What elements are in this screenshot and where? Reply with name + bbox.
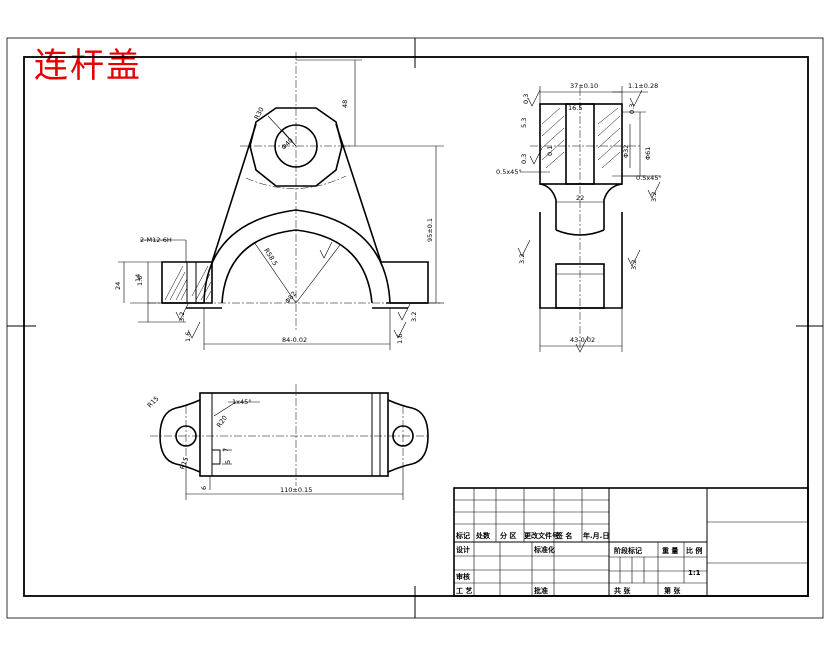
dim-14: 14 bbox=[134, 274, 142, 282]
dim-7: 7 bbox=[222, 448, 230, 452]
tb-design: 设计 bbox=[456, 545, 470, 554]
dim-1-1: 1.1±0.28 bbox=[628, 82, 658, 90]
dim-phi32: Φ32 bbox=[622, 145, 630, 158]
tb-change-doc: 更改文件号 bbox=[524, 531, 559, 540]
dim-1-6-b: 1.6 bbox=[184, 332, 192, 342]
dim-6: 6 bbox=[200, 486, 208, 490]
dim-m12: 2-M12-6H bbox=[140, 236, 172, 244]
drawing-title: 连杆盖 bbox=[34, 46, 142, 86]
dim-0-3-c: 0.3 bbox=[520, 154, 528, 164]
dim-chamfer-a: 0.5x45° bbox=[496, 168, 522, 176]
dim-37: 37±0.10 bbox=[570, 82, 598, 90]
dim-r15-b: R15 bbox=[178, 456, 190, 471]
tb-scale-value: 1:1 bbox=[688, 569, 701, 577]
dim-chamfer-b: 0.5x45° bbox=[636, 174, 662, 182]
dim-3-2-s1: 3.2 bbox=[650, 192, 658, 202]
dim-48: 48 bbox=[341, 100, 349, 108]
dim-phi61: Φ61 bbox=[644, 147, 652, 160]
dim-95: 95±0.1 bbox=[426, 218, 434, 242]
tb-weight: 重 量 bbox=[662, 546, 678, 555]
tb-count: 处数 bbox=[475, 531, 491, 540]
dim-3-2-s3: 3.2 bbox=[630, 260, 638, 270]
dim-r15-a: R15 bbox=[146, 395, 161, 410]
sheet-outer-border bbox=[6, 37, 824, 619]
tb-sheets-total: 共 张 bbox=[614, 586, 631, 595]
dim-1-6-c: 1.6 bbox=[396, 334, 404, 344]
dim-0-1: 0.1 bbox=[546, 146, 554, 156]
dim-0-3-b: 0.3 bbox=[628, 104, 636, 114]
dim-phi40: Φ40 bbox=[280, 136, 295, 151]
dim-84: 84-0.02 bbox=[282, 336, 307, 344]
dim-r30: R30 bbox=[253, 106, 266, 121]
dim-24: 24 bbox=[114, 282, 122, 290]
dim-r58: R58.5 bbox=[262, 247, 279, 267]
side-view: 37±0.10 1.1±0.28 16.5 0.3 5.3 0.3 0.1 Φ3… bbox=[496, 82, 662, 353]
dim-16-5: 16.5 bbox=[568, 104, 582, 112]
dim-5: 5 bbox=[224, 460, 232, 464]
tb-process: 工 艺 bbox=[456, 586, 472, 595]
dim-3-2-s2: 3.2 bbox=[518, 254, 526, 264]
tb-approve: 批准 bbox=[534, 586, 548, 595]
drawing-frame bbox=[23, 56, 809, 597]
tb-sheet-no: 第 张 bbox=[664, 586, 681, 595]
dim-0-3-a: 0.3 bbox=[522, 94, 530, 104]
tb-stage-mark: 阶段标记 bbox=[614, 546, 642, 555]
tb-review: 审核 bbox=[456, 572, 470, 581]
top-view: R15 1x45° R20 R15 5 7 6 110±0.15 bbox=[146, 384, 430, 500]
dim-110: 110±0.15 bbox=[280, 486, 312, 494]
dim-43: 43-0.02 bbox=[570, 336, 595, 344]
dim-5-3: 5.3 bbox=[520, 118, 528, 128]
front-view: R30 Φ40 48 R58.5 95±0.1 14 2-M12-6H 1.6 … bbox=[114, 52, 444, 350]
dim-3-2-a: 3.2 bbox=[178, 312, 186, 322]
tb-standardize: 标准化 bbox=[533, 545, 555, 554]
dim-3-2-b: 3.2 bbox=[410, 312, 418, 322]
tb-zone: 分 区 bbox=[500, 531, 516, 540]
tb-sign: 签 名 bbox=[555, 531, 572, 540]
tb-date: 年.月.日 bbox=[583, 531, 609, 540]
dim-r20: R20 bbox=[215, 414, 229, 429]
tb-mark: 标记 bbox=[455, 531, 470, 540]
title-block: 标记 处数 分 区 更改文件号 签 名 年.月.日 设计 标准化 审核 工 艺 … bbox=[453, 487, 809, 597]
dim-chamfer-1x45: 1x45° bbox=[232, 398, 252, 406]
dim-1-6-a: 1.6 bbox=[136, 276, 144, 286]
centering-marks bbox=[7, 38, 823, 618]
dim-22: 22 bbox=[576, 194, 584, 202]
tb-scale-label: 比 例 bbox=[686, 546, 702, 555]
